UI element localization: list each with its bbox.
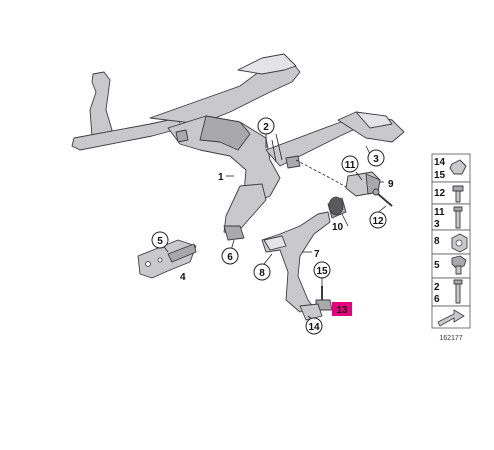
legend-row-5-top: 5 bbox=[434, 260, 440, 271]
callout-12[interactable]: 12 bbox=[369, 211, 387, 229]
callout-15[interactable]: 15 bbox=[313, 261, 331, 279]
nut-icon bbox=[449, 159, 467, 175]
callout-15-label: 15 bbox=[316, 266, 328, 277]
subframe-part[interactable] bbox=[71, 53, 405, 241]
callout-12-label: 12 bbox=[372, 216, 384, 227]
legend-row-4-top: 8 bbox=[434, 236, 440, 247]
legend-row-6-top: 2 bbox=[434, 282, 440, 293]
assembly-line bbox=[295, 159, 349, 189]
legend-row-6-bottom: 6 bbox=[434, 294, 440, 305]
legend-row-1-bottom: 15 bbox=[434, 170, 446, 181]
callout-5-label: 5 bbox=[157, 236, 163, 247]
legend-row-2-top: 12 bbox=[434, 188, 446, 199]
legend-row-3[interactable] bbox=[431, 203, 471, 231]
callout-6-label: 6 bbox=[227, 252, 233, 263]
arrow-icon bbox=[437, 309, 465, 327]
hex-bolt-icon bbox=[453, 279, 463, 304]
legend-row-3-bottom: 3 bbox=[434, 219, 440, 230]
callout-11-label: 11 bbox=[345, 160, 356, 171]
legend-panel: 14 15 12 11 3 8 5 bbox=[431, 153, 471, 342]
control-arm-part-7[interactable] bbox=[261, 211, 331, 313]
legend-row-3-top: 11 bbox=[434, 207, 445, 218]
callout-7[interactable]: 7 bbox=[314, 249, 320, 260]
short-bolt-icon bbox=[451, 255, 467, 275]
callout-8[interactable]: 8 bbox=[253, 263, 271, 281]
callout-2[interactable]: 2 bbox=[257, 117, 275, 135]
callout-14-label: 14 bbox=[308, 322, 320, 333]
callout-4[interactable]: 4 bbox=[180, 272, 186, 283]
callout-14[interactable]: 14 bbox=[305, 317, 323, 335]
callout-9[interactable]: 9 bbox=[388, 179, 394, 190]
callout-3[interactable]: 3 bbox=[367, 149, 385, 167]
callout-13-highlighted[interactable]: 13 bbox=[332, 302, 352, 316]
legend-row-1-top: 14 bbox=[434, 157, 446, 168]
bracket-part-4[interactable] bbox=[137, 239, 197, 279]
callout-1[interactable]: 1 bbox=[218, 172, 224, 183]
callout-3-label: 3 bbox=[373, 154, 379, 165]
ball-joint-assembly[interactable] bbox=[299, 286, 333, 321]
callout-13-label: 13 bbox=[336, 305, 348, 316]
callout-10[interactable]: 10 bbox=[332, 222, 344, 233]
rubber-bushing-part-10[interactable] bbox=[327, 196, 347, 219]
callout-11[interactable]: 11 bbox=[341, 155, 359, 173]
callout-5[interactable]: 5 bbox=[151, 231, 169, 249]
diagram-number: 162177 bbox=[439, 335, 462, 342]
hex-nut-icon bbox=[451, 233, 468, 253]
callout-8-label: 8 bbox=[259, 268, 265, 279]
long-bolt-icon bbox=[453, 206, 463, 229]
bolt-part-12[interactable] bbox=[372, 188, 393, 207]
callout-6[interactable]: 6 bbox=[221, 247, 239, 265]
legend-row-6[interactable] bbox=[431, 277, 471, 307]
bolt-icon bbox=[452, 185, 464, 203]
callout-2-label: 2 bbox=[263, 122, 269, 133]
